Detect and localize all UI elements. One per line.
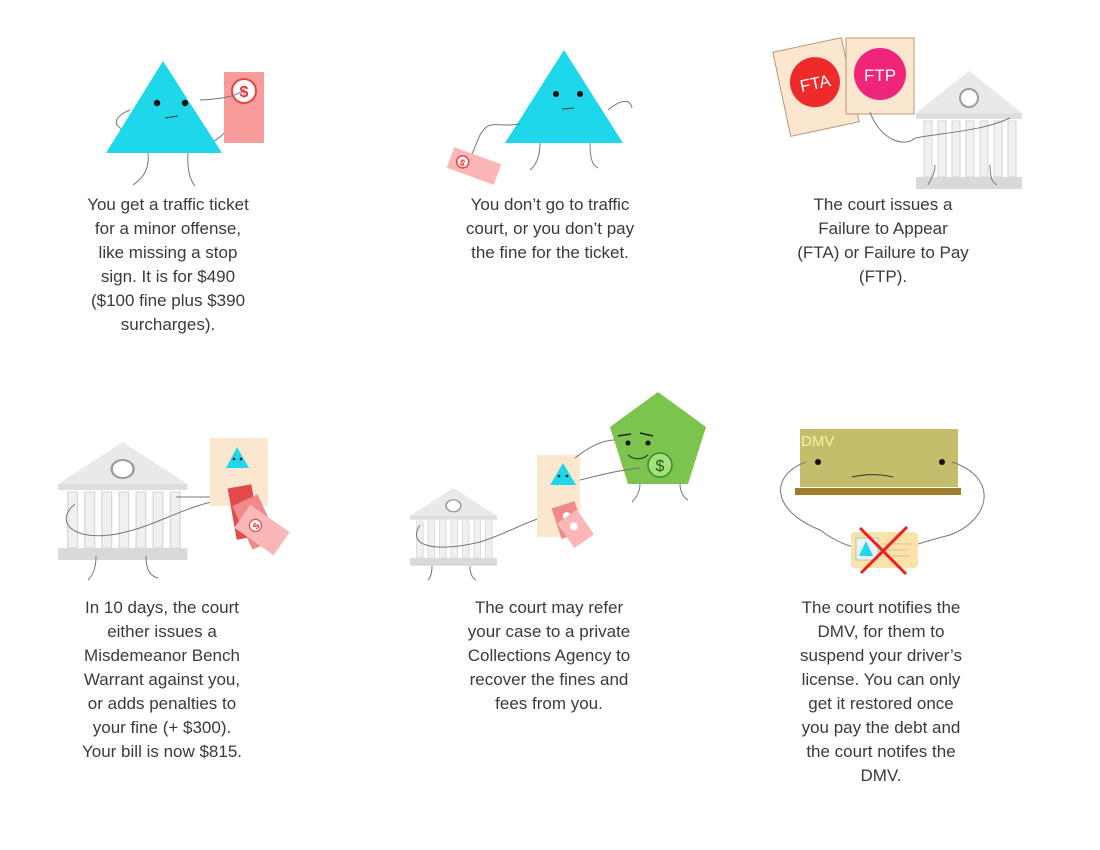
cross-icon	[858, 525, 909, 576]
caption-dmv: The court notifies the DMV, for them to …	[800, 598, 962, 785]
svg-text:DMV: DMV	[801, 433, 834, 450]
panel-no-court-art: $	[446, 50, 633, 185]
panel-collections-art: $	[409, 392, 706, 581]
triangle-person	[505, 50, 623, 143]
svg-text:$: $	[251, 521, 262, 531]
panel-dmv-art: DMV	[780, 429, 985, 576]
triangle-person	[106, 61, 222, 153]
caption-fta-ftp: The court issues a Failure to Appear (FT…	[797, 195, 969, 286]
courthouse	[56, 440, 189, 562]
caption-warrant: In 10 days, the court either issues a Mi…	[81, 598, 243, 761]
dollar-coin	[647, 452, 673, 478]
svg-text:$: $	[458, 157, 466, 168]
dropped-bill	[446, 147, 502, 185]
dmv-building	[800, 429, 958, 487]
panel-warrant-art: $ $	[56, 438, 290, 581]
caption-collections: The court may refer your case to a priva…	[467, 598, 631, 713]
svg-text:FTP: FTP	[864, 66, 896, 85]
svg-text:$: $	[656, 458, 665, 475]
dollar-coin	[231, 78, 257, 104]
panel-ticket-art: $	[106, 61, 264, 187]
caption-no-court: You don’t go to traffic court, or you do…	[465, 195, 635, 262]
courthouse	[409, 487, 498, 567]
dmv-shelf	[795, 488, 961, 495]
penalty-bill	[234, 504, 290, 556]
collections-agency	[610, 392, 706, 484]
svg-text:$: $	[240, 84, 249, 101]
caption-ticket: You get a traffic ticket for a minor off…	[87, 195, 249, 334]
panel-fta-art: FTA FTP	[772, 37, 1023, 190]
